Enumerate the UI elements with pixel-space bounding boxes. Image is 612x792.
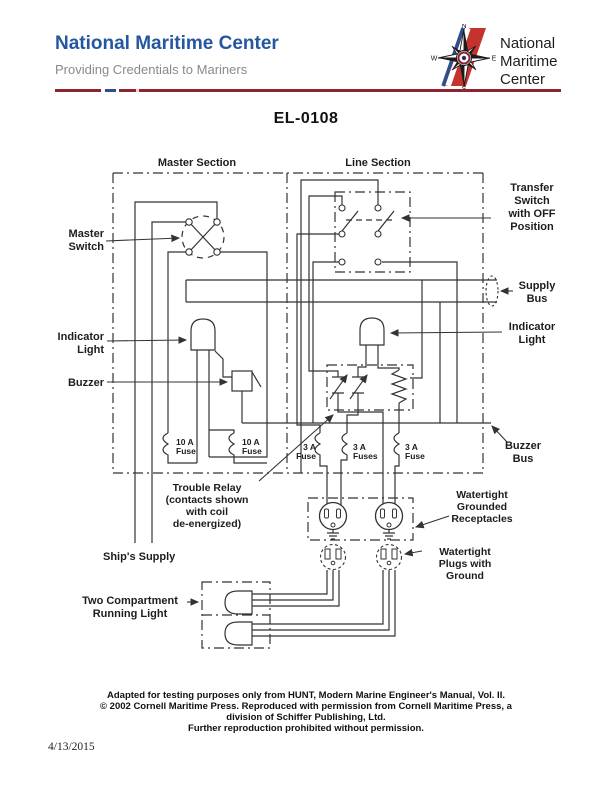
supply-bus-marker [485,275,499,307]
indicator-light-master-symbol [190,318,232,378]
transfer-switch-label: Transfer [510,182,554,194]
trouble-relay-label-4: de-energized) [173,518,241,530]
fuse-10a-2-label-2: Fuse [242,446,262,456]
buzzer-symbol [231,370,262,423]
transfer-switch-symbol [334,191,411,273]
nmc-logo: N S W E National Maritime Center [431,24,558,92]
trouble-relay-label-2: (contacts shown [166,494,249,506]
fuse-10a-2-label: 10 A [242,437,260,447]
logo-line-1: National [500,35,555,52]
compass-n: N [461,24,466,30]
footer-line-3: division of Schiffer Publishing, Ltd. [226,712,386,723]
receptacles-symbol [307,497,414,541]
master-switch-symbol [181,215,225,259]
header-divider [55,89,561,92]
master-switch-label-2: Switch [69,241,105,253]
buzzer-bus-label-2: Bus [513,453,534,465]
indicator-light-line-symbol [357,317,400,377]
transfer-switch-label-2: Switch [514,195,550,207]
transfer-switch-label-4: Position [510,221,554,233]
indicator-light-left-label: Indicator [58,331,105,343]
line-section-label: Line Section [345,157,411,169]
running-light-label: Two Compartment [82,595,178,607]
compass-flag-icon: N S W E [431,24,497,92]
master-section-wiring [134,201,497,543]
fuse-3a-1-label-2: Fuse [296,451,316,461]
buzzer-bus-label: Buzzer [505,440,542,452]
receptacles-label-3: Receptacles [451,513,512,525]
logo-line-3: Center [500,71,545,88]
footer-line-4: Further reproduction prohibited without … [188,723,424,734]
footer-line-1: Adapted for testing purposes only from H… [107,690,505,701]
trouble-relay-label: Trouble Relay [173,482,242,494]
trouble-relay-label-3: with coil [185,506,228,518]
fuse-3a-2-label-2: Fuses [353,451,378,461]
compass-w: W [431,56,438,63]
indicator-light-left-label-2: Light [77,344,104,356]
supply-bus-label: Supply [519,280,557,292]
receptacles-label-2: Grounded [457,501,507,513]
date-stamp: 4/13/2015 [48,741,95,753]
indicator-light-right-label: Indicator [509,321,556,333]
fuse-3a-3-label: 3 A [405,442,418,452]
plugs-label: Watertight [439,546,491,558]
logo-line-2: Maritime [500,53,558,70]
logo-wordmark: National Maritime Center [500,35,558,88]
trouble-relay-symbol [326,364,414,411]
fuse-10a-1-label: 10 A [176,437,194,447]
agency-subtitle: Providing Credentials to Mariners [55,62,248,77]
callout-arrows [105,214,513,606]
indicator-light-right-label-2: Light [519,334,546,346]
diagram-labels: Master Switch Transfer Switch with OFF P… [58,182,557,620]
compass-e: E [492,56,497,63]
line-section-wiring [296,179,458,509]
plugs-symbol [252,543,403,637]
fuse-3a-2-label: 3 A [353,442,366,452]
running-light-label-2: Running Light [93,608,168,620]
receptacles-label: Watertight [456,489,508,501]
fuse-3a-1-label: 3 A [303,442,316,452]
fuse-3a-3-label-2: Fuse [405,451,425,461]
master-section-label: Master Section [158,157,237,169]
agency-title: National Maritime Center [55,33,279,54]
page-title: EL-0108 [273,110,339,127]
buzzer-label: Buzzer [68,377,105,389]
plugs-label-2: Plugs with [439,558,492,570]
transfer-switch-label-3: with OFF [507,208,555,220]
master-switch-label: Master [69,228,105,240]
copyright-notice: Adapted for testing purposes only from H… [0,690,612,734]
supply-bus-label-2: Bus [527,293,548,305]
fuse-10a-1-label-2: Fuse [176,446,196,456]
running-light-symbol [201,581,271,649]
plugs-label-3: Ground [446,570,484,582]
ships-supply-label: Ship's Supply [103,551,176,563]
footer-line-2: © 2002 Cornell Maritime Press. Reproduce… [100,701,512,712]
